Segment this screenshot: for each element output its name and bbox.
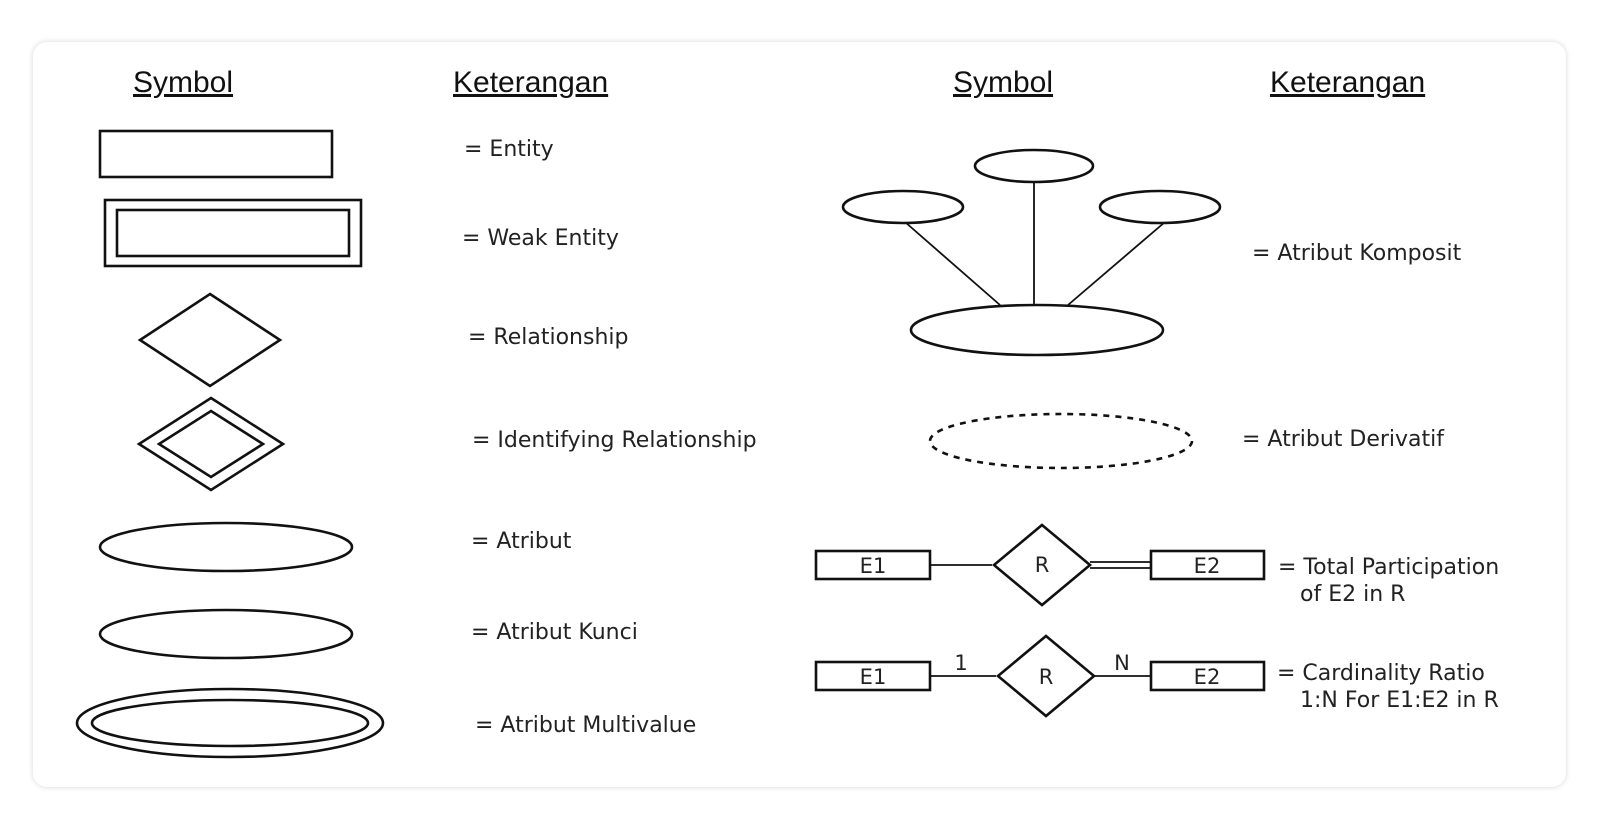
entity-label: = Entity xyxy=(464,137,554,162)
total-participation-e1-text: E1 xyxy=(860,554,887,578)
header-right-keterangan: Keterangan xyxy=(1270,66,1425,99)
relationship-label: = Relationship xyxy=(468,325,628,350)
cardinality-label-line1: = Cardinality Ratio xyxy=(1277,661,1485,686)
total-participation-e2-box xyxy=(1149,549,1266,581)
relationship-symbol xyxy=(137,292,283,388)
atribut-kunci-label: = Atribut Kunci xyxy=(471,620,638,645)
header-left-symbol: Symbol xyxy=(133,66,233,99)
atribut-komposit-label: = Atribut Komposit xyxy=(1252,241,1462,266)
cardinality-n-label: N xyxy=(1114,651,1130,675)
komposit-connector-left xyxy=(904,221,1001,306)
komposit-sub-attribute-left xyxy=(841,189,965,225)
total-participation-e1-box xyxy=(814,549,932,581)
identifying-relationship-inner-symbol xyxy=(156,409,266,479)
cardinality-one-label: 1 xyxy=(954,651,967,675)
atribut-multivalue-inner-symbol xyxy=(90,698,370,748)
atribut-derivatif-label: = Atribut Derivatif xyxy=(1242,427,1445,452)
cardinality-e2-text: E2 xyxy=(1194,665,1221,689)
atribut-symbol xyxy=(98,521,354,573)
total-participation-r-text: R xyxy=(1035,553,1050,577)
identifying-relationship-label: = Identifying Relationship xyxy=(472,428,757,453)
atribut-derivatif-symbol xyxy=(928,412,1194,470)
cardinality-e1-box xyxy=(814,660,932,692)
cardinality-r-text: R xyxy=(1039,665,1054,689)
weak-entity-inner-symbol xyxy=(115,208,351,258)
total-participation-label-line2: of E2 in R xyxy=(1300,582,1405,607)
atribut-multivalue-label: = Atribut Multivalue xyxy=(475,713,696,738)
komposit-sub-attribute-right xyxy=(1098,189,1222,225)
atribut-label: = Atribut xyxy=(471,529,572,554)
cardinality-relationship xyxy=(995,634,1097,718)
total-participation-label-line1: = Total Participation xyxy=(1278,555,1499,580)
total-participation-e2-text: E2 xyxy=(1194,554,1221,578)
komposit-main-attribute xyxy=(909,303,1165,357)
header-left-keterangan: Keterangan xyxy=(453,66,608,99)
atribut-kunci-symbol xyxy=(98,608,354,660)
cardinality-e2-box xyxy=(1149,660,1266,692)
weak-entity-label: = Weak Entity xyxy=(462,226,619,251)
header-right-symbol: Symbol xyxy=(953,66,1053,99)
entity-symbol xyxy=(98,129,334,179)
komposit-sub-attribute-top xyxy=(973,148,1095,184)
total-participation-relationship xyxy=(991,523,1093,607)
cardinality-label-line2: 1:N For E1:E2 in R xyxy=(1300,688,1499,713)
cardinality-e1-text: E1 xyxy=(860,665,887,689)
komposit-connector-right xyxy=(1067,221,1166,306)
